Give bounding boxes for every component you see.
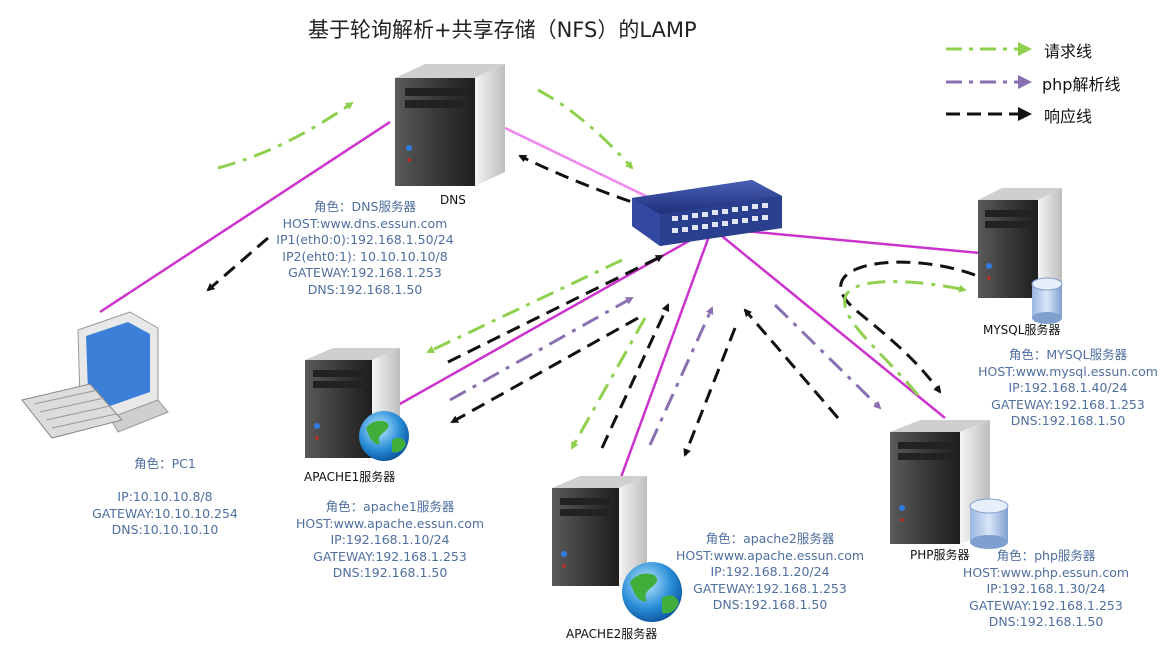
info-line: GATEWAY:192.168.1.253 (693, 580, 847, 596)
info-line: GATEWAY:192.168.1.253 (991, 396, 1145, 412)
response-arrow-php-switch (743, 308, 840, 419)
info-line: IP:192.168.1.10/24 (330, 532, 450, 547)
info-line: IP2(eht0:1): 10.10.10.10/8 (282, 248, 448, 264)
computer-icon-pc1 (21, 311, 169, 439)
info-line: GATEWAY:10.10.10.254 (92, 505, 238, 521)
request-arrow-switch-apache2 (570, 317, 647, 450)
response-arrow-apache2-switch (600, 303, 670, 449)
server-icon-php (890, 420, 990, 544)
info-line: HOST:www.dns.essun.com (282, 215, 448, 231)
info-line: IP:192.168.1.40/24 (1008, 380, 1128, 395)
request-arrow-dns-switch (537, 88, 634, 170)
info-block-apache1: 角色：apache1服务器 HOST:www.apache.essun.com … (290, 499, 490, 582)
info-line: 角色：MYSQL服务器 (1008, 347, 1128, 362)
info-line: IP:192.168.1.20/24 (710, 564, 830, 579)
info-block-apache2: 角色：apache2服务器 HOST:www.apache.essun.com … (670, 531, 870, 614)
info-line: HOST:www.apache.essun.com (295, 515, 485, 531)
info-line: HOST:www.mysql.essun.com (978, 363, 1158, 379)
node-label-php: PHP服务器 (910, 548, 970, 562)
info-line: DNS:192.168.1.50 (1010, 413, 1126, 428)
link-apache2-switch (618, 227, 714, 481)
request-arrow-switch-apache1 (426, 258, 623, 354)
info-block-dns: 角色：DNS服务器 HOST:www.dns.essun.com IP1(eth… (270, 199, 460, 298)
response-arrow-switch-apache1-lower (450, 316, 639, 424)
globe-icon-apache1 (359, 411, 409, 461)
node-label-mysql: MYSQL服务器 (983, 323, 1061, 337)
link-mysql-switch (711, 226, 981, 255)
info-line: GATEWAY:192.168.1.253 (313, 548, 467, 564)
info-line: IP1(eth0:0):192.168.1.50/24 (276, 232, 454, 247)
legend-label-request: 请求线 (1044, 42, 1093, 61)
database-icon-php (969, 498, 1009, 549)
info-block-pc1: 角色：PC1 IP:10.10.10.8/8 GATEWAY:10.10.10.… (75, 456, 255, 539)
node-label-apache2: APACHE2服务器 (566, 627, 658, 641)
link-pc-dns (99, 120, 391, 314)
server-icon-mysql (978, 188, 1062, 298)
switch-icon (632, 180, 782, 246)
php-arrow-switch-php (773, 303, 882, 410)
info-line: HOST:www.php.essun.com (962, 564, 1130, 580)
request-arrow-pc-dns (217, 101, 354, 170)
legend-swatches (946, 42, 1032, 121)
server-icon-apache2 (552, 476, 647, 586)
info-line: IP:192.168.1.30/24 (986, 581, 1106, 596)
request-arrow-php-mysql (843, 280, 967, 396)
server-icon-dns (395, 64, 505, 186)
info-line: IP:10.10.10.8/8 (117, 489, 213, 504)
response-arrow-apache1-switch-upper (447, 254, 664, 364)
diagram-title: 基于轮询解析+共享存储（NFS）的LAMP (308, 18, 697, 42)
info-line: GATEWAY:192.168.1.253 (288, 265, 442, 280)
links (99, 120, 981, 481)
legend-label-response: 响应线 (1044, 107, 1093, 126)
info-line: DNS:192.168.1.50 (988, 614, 1104, 629)
globe-icon-apache2 (622, 562, 682, 622)
info-line: DNS:192.168.1.50 (332, 565, 448, 580)
node-label-apache1: APACHE1服务器 (304, 470, 396, 484)
php-arrow-apache1-switch (449, 296, 634, 402)
info-line: HOST:www.apache.essun.com (675, 547, 865, 563)
flow-arrows (206, 88, 976, 457)
info-block-mysql: 角色：MYSQL服务器 HOST:www.mysql.essun.com IP:… (968, 347, 1168, 430)
node-label-dns: DNS (440, 193, 466, 207)
database-icon-mysql (1031, 277, 1063, 324)
info-block-php: 角色：php服务器 HOST:www.php.essun.com IP:192.… (956, 548, 1136, 631)
info-line: DNS:10.10.10.10 (111, 522, 219, 537)
info-line: DNS:192.168.1.50 (712, 597, 828, 612)
response-arrow-switch-apache2 (683, 327, 737, 457)
info-line: 角色：php服务器 (996, 548, 1096, 563)
info-line: 角色：apache1服务器 (325, 499, 455, 514)
info-line: 角色：DNS服务器 (314, 199, 416, 214)
info-line: 角色：apache2服务器 (705, 531, 835, 546)
link-php-switch (711, 227, 946, 419)
response-arrow-dns-pc (206, 236, 269, 292)
info-line: 角色：PC1 (134, 456, 196, 471)
info-line: DNS:192.168.1.50 (307, 281, 423, 297)
response-arrow-switch-dns (518, 154, 673, 217)
info-line: GATEWAY:192.168.1.253 (969, 597, 1123, 613)
php-arrow-apache2-switch (648, 306, 714, 446)
info-line (75, 473, 255, 490)
legend-label-php: php解析线 (1042, 75, 1121, 94)
